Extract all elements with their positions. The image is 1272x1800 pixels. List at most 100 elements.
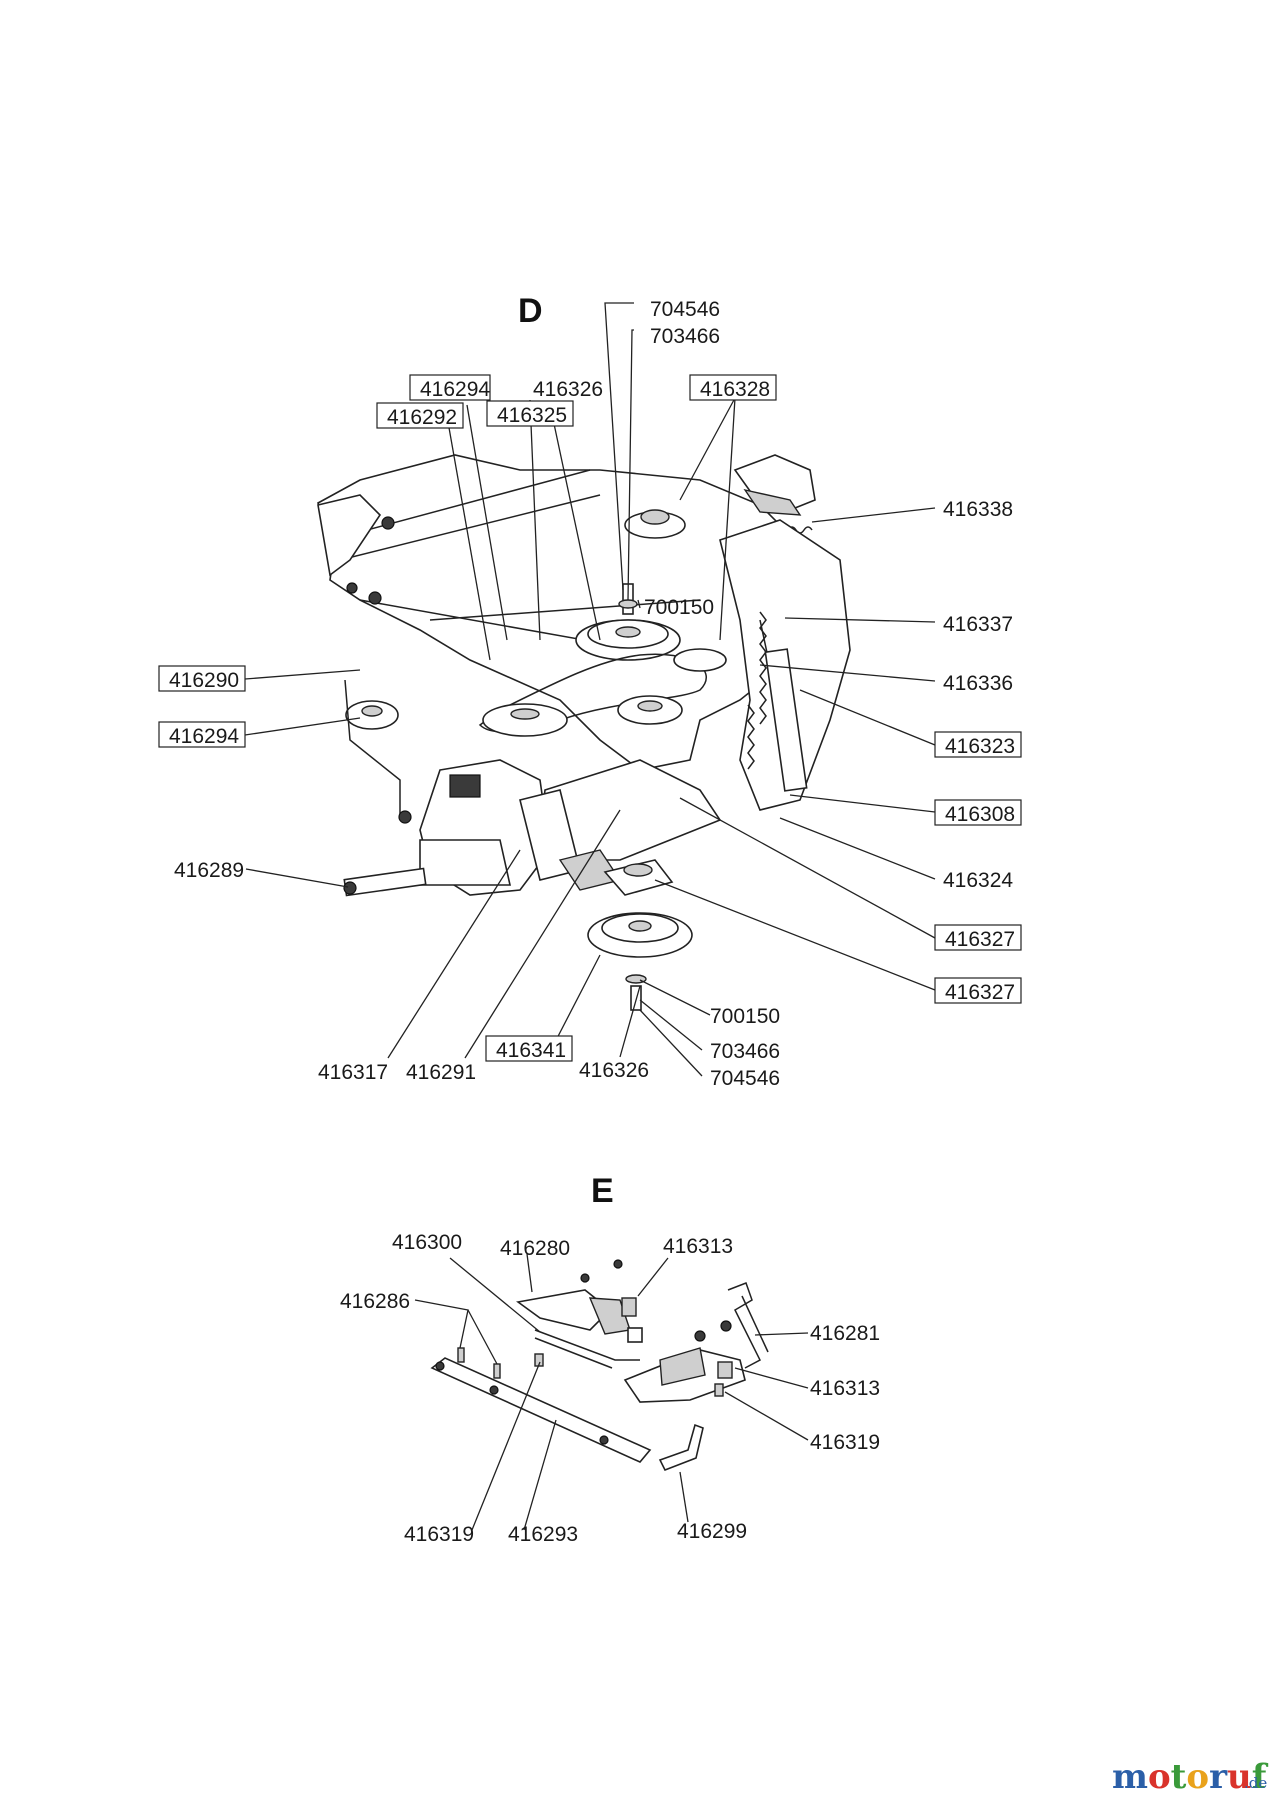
label-416326-top: 416326 bbox=[533, 378, 603, 401]
svg-text:416327: 416327 bbox=[945, 981, 1015, 1004]
gear-lever bbox=[727, 1282, 761, 1369]
wm-letter-6: f bbox=[1252, 1757, 1269, 1797]
wm-letter-4: r bbox=[1209, 1757, 1228, 1797]
label-416338: 416338 bbox=[943, 498, 1013, 521]
selector-shade bbox=[659, 1347, 706, 1386]
bolt-head-2 bbox=[368, 591, 382, 605]
upper-frame-plate bbox=[316, 454, 811, 771]
label-416292: 416292 bbox=[376, 402, 464, 429]
rod-end bbox=[398, 810, 412, 824]
watermark-text: motoruf bbox=[1112, 1757, 1269, 1797]
label-416324: 416324 bbox=[943, 869, 1013, 892]
svg-text:416293: 416293 bbox=[508, 1523, 578, 1546]
svg-text:703466: 703466 bbox=[650, 325, 720, 348]
svg-text:416336: 416336 bbox=[943, 672, 1013, 695]
label-416323: 416323 bbox=[934, 731, 1022, 758]
long-lever-bar bbox=[430, 1357, 652, 1463]
svg-text:416300: 416300 bbox=[392, 1231, 462, 1254]
label-416300: 416300 bbox=[392, 1231, 462, 1254]
svg-text:416326: 416326 bbox=[579, 1059, 649, 1082]
gearbox-label-plate bbox=[449, 774, 481, 798]
section-e-labels: 416300 416280 416313 416286 416281 41631… bbox=[340, 1231, 880, 1546]
wm-letter-1: o bbox=[1148, 1757, 1171, 1797]
svg-text:700150: 700150 bbox=[710, 1005, 780, 1028]
label-704546-bottom: 704546 bbox=[710, 1067, 780, 1090]
svg-text:703466: 703466 bbox=[710, 1040, 780, 1063]
section-d-leaders bbox=[244, 302, 936, 1077]
label-416299: 416299 bbox=[677, 1520, 747, 1543]
gearbox-lower bbox=[419, 839, 511, 886]
svg-text:416280: 416280 bbox=[500, 1237, 570, 1260]
left-pulley bbox=[482, 703, 568, 737]
label-416328: 416328 bbox=[689, 374, 777, 401]
label-416327-lower: 416327 bbox=[934, 977, 1022, 1004]
linkage-rod bbox=[534, 1329, 640, 1361]
svg-text:416341: 416341 bbox=[496, 1039, 566, 1062]
selector-bolt-2 bbox=[720, 1320, 732, 1332]
svg-text:416319: 416319 bbox=[404, 1523, 474, 1546]
svg-text:416289: 416289 bbox=[174, 859, 244, 882]
label-416294-left: 416294 bbox=[158, 721, 246, 748]
axle-shaft bbox=[343, 867, 427, 897]
label-416293: 416293 bbox=[508, 1523, 578, 1546]
svg-text:416299: 416299 bbox=[677, 1520, 747, 1543]
svg-text:416324: 416324 bbox=[943, 869, 1013, 892]
svg-text:416338: 416338 bbox=[943, 498, 1013, 521]
label-416341: 416341 bbox=[485, 1035, 573, 1062]
pivot-nut-1 bbox=[627, 1327, 643, 1343]
label-416290: 416290 bbox=[158, 665, 246, 692]
pin-1 bbox=[457, 1347, 465, 1363]
svg-text:416323: 416323 bbox=[945, 735, 1015, 758]
section-d-drawing bbox=[316, 454, 851, 1011]
label-416319-bottom: 416319 bbox=[404, 1523, 474, 1546]
svg-text:416290: 416290 bbox=[169, 669, 239, 692]
label-416294-top: 416294 bbox=[409, 374, 491, 401]
svg-text:416319: 416319 bbox=[810, 1431, 880, 1454]
svg-text:416327: 416327 bbox=[945, 928, 1015, 951]
bottom-pulley-hub bbox=[628, 920, 652, 932]
svg-text:416317: 416317 bbox=[318, 1061, 388, 1084]
svg-text:416328: 416328 bbox=[700, 378, 770, 401]
idler-hub-top bbox=[640, 509, 670, 525]
label-416319-right: 416319 bbox=[810, 1431, 880, 1454]
control-rod-left bbox=[344, 679, 401, 820]
lower-left-pulley-hub bbox=[361, 705, 383, 717]
pivot-block-1 bbox=[621, 1297, 637, 1317]
svg-text:416337: 416337 bbox=[943, 613, 1013, 636]
pin-2 bbox=[493, 1363, 501, 1379]
selector-bolt bbox=[694, 1330, 706, 1342]
label-416313-top: 416313 bbox=[663, 1235, 733, 1258]
svg-text:416294: 416294 bbox=[420, 378, 490, 401]
label-416289: 416289 bbox=[174, 859, 244, 882]
tension-spring-2 bbox=[747, 704, 755, 770]
bar-hole-3 bbox=[599, 1435, 609, 1445]
svg-text:704546: 704546 bbox=[710, 1067, 780, 1090]
bolt-head-1 bbox=[381, 516, 395, 530]
wm-letter-5: u bbox=[1227, 1757, 1252, 1797]
top-washer bbox=[618, 599, 638, 609]
svg-text:416313: 416313 bbox=[663, 1235, 733, 1258]
small-bolt-2 bbox=[613, 1259, 623, 1269]
bar-hole-1 bbox=[435, 1361, 445, 1371]
svg-text:416313: 416313 bbox=[810, 1377, 880, 1400]
middle-idler-hub bbox=[637, 700, 663, 712]
wm-letter-2: t bbox=[1171, 1757, 1187, 1797]
bracket-shading bbox=[743, 488, 802, 516]
small-pin-right bbox=[714, 1383, 724, 1397]
lower-bearing bbox=[623, 863, 653, 877]
wm-letter-3: o bbox=[1186, 1757, 1209, 1797]
label-704546-top: 704546 bbox=[650, 298, 720, 321]
svg-text:416308: 416308 bbox=[945, 803, 1015, 826]
right-idler bbox=[673, 648, 727, 672]
bent-handle bbox=[658, 1423, 704, 1472]
wm-letter-0: m bbox=[1112, 1757, 1148, 1797]
bar-hole-2 bbox=[489, 1385, 499, 1395]
svg-text:704546: 704546 bbox=[650, 298, 720, 321]
watermark-suffix: .de bbox=[1244, 1774, 1267, 1792]
svg-text:416326: 416326 bbox=[533, 378, 603, 401]
label-700150-bottom: 700150 bbox=[710, 1005, 780, 1028]
motoruf-watermark: motoruf .de bbox=[1112, 1757, 1269, 1797]
label-416326-bottom: 416326 bbox=[579, 1059, 649, 1082]
